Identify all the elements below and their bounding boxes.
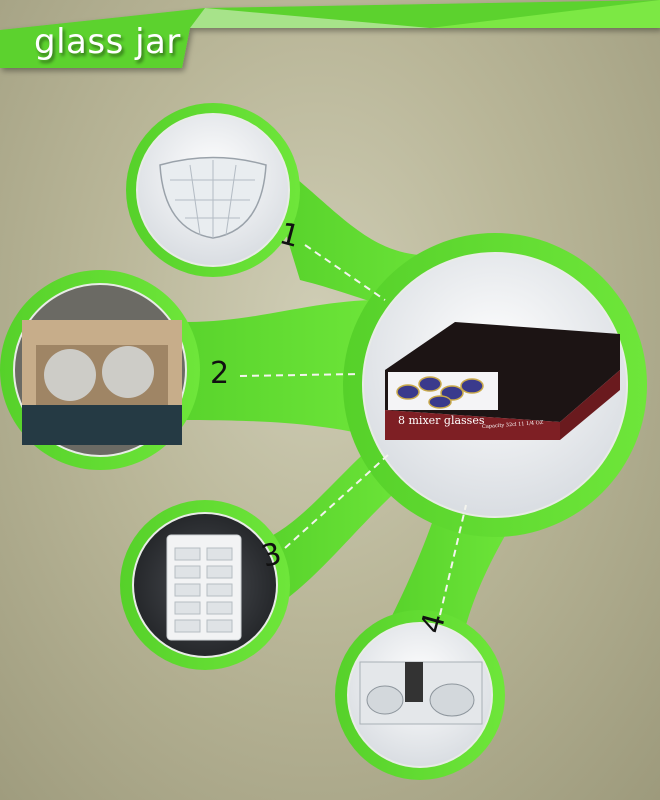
mixer-glasses-icon <box>396 376 484 409</box>
photo-step-4 <box>347 622 493 768</box>
photo-step-1 <box>136 113 290 267</box>
page-title: glass jar <box>34 22 181 62</box>
dashed-connectors <box>239 244 467 616</box>
step-number-2: 2 <box>210 356 230 391</box>
photo-step-3 <box>132 512 278 658</box>
header-ribbon <box>0 0 660 68</box>
box-title: 8 mixer glasses <box>398 414 485 427</box>
photo-step-2 <box>13 283 187 457</box>
photo-main-product <box>362 252 628 518</box>
